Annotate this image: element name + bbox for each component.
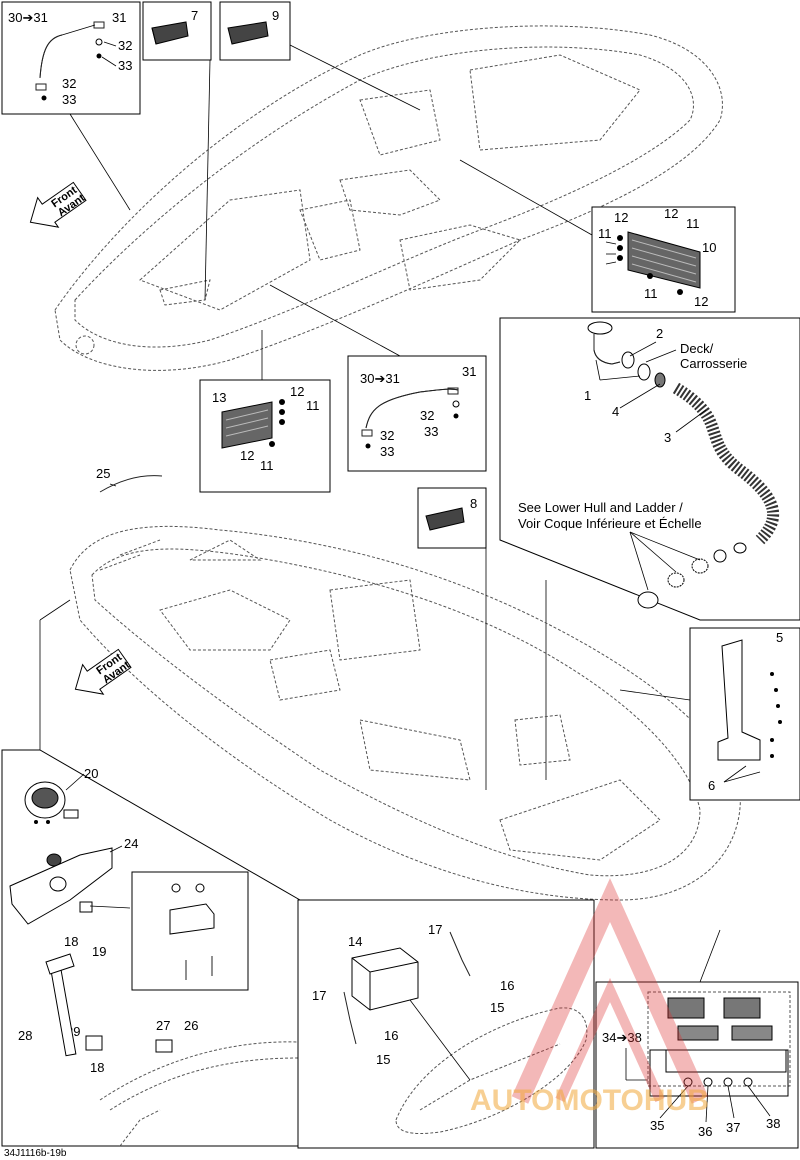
part-9-box: 9 [219,1,291,61]
label-32-c: 32 [420,408,434,423]
reference-code: 34J1116b-19b [4,1148,67,1159]
label-12-d: 12 [290,384,304,399]
label-11-c: 11 [644,286,658,301]
label-4: 4 [612,404,619,419]
label-13: 13 [212,390,226,405]
watermark: AUTOMOTOHUB [470,878,709,1117]
label-11-d: 11 [306,398,320,413]
label-see-lower-2: Voir Coque Inférieure et Échelle [518,516,702,531]
drain-plug-parts [637,542,747,609]
front-arrow-bottom: Front Avant [74,648,133,695]
label-17-a: 17 [428,922,442,937]
label-12-a: 12 [614,210,628,225]
label-2: 2 [656,326,663,341]
label-33-d: 33 [380,444,394,459]
label-28: 28 [18,1028,32,1043]
label-11-e: 11 [260,458,274,473]
label-19: 19 [92,944,106,959]
label-34-38: 34➔38 [602,1030,642,1045]
label-36: 36 [698,1124,712,1139]
cooler-box-14: 14 17 16 15 17 16 15 [297,899,595,1149]
handrail-box-top: 30➔31 31 32 33 32 33 [1,1,141,115]
label-25: 25 [96,466,110,481]
watermark-text: AUTOMOTOHUB [470,1084,709,1117]
label-see-lower-1: See Lower Hull and Ladder / [518,500,683,515]
label-12-b: 12 [664,206,678,221]
label-11-a: 11 [598,226,612,241]
label-18-b: 18 [90,1060,104,1075]
bracket-box-5: 5 6 [689,627,800,801]
label-17-b: 17 [312,988,326,1003]
label-38: 38 [766,1116,780,1131]
grill-box-10: 12 12 11 11 10 11 12 [591,206,736,313]
label-32-a: 32 [118,38,132,53]
latch-box-20: 20 24 21 22 23 23 18 19 28 29 18 27 26 [1,749,301,1147]
part-25: 25 [96,466,163,493]
label-35: 35 [650,1118,664,1133]
part-8-box: 8 [417,487,487,549]
label-5: 5 [776,630,783,645]
label-16-b: 16 [384,1028,398,1043]
label-24: 24 [124,836,138,851]
label-11-b: 11 [686,216,700,231]
label-1: 1 [584,388,591,403]
label-carrosserie: Carrosserie [680,356,747,371]
label-7: 7 [191,8,198,23]
label-20: 20 [84,766,98,781]
label-9: 9 [272,8,279,23]
label-10: 10 [702,240,716,255]
label-31-b: 31 [462,364,476,379]
drain-hose-box: 2 Deck/ Carrosserie 1 4 3 See Lower Hull… [499,317,800,621]
label-8: 8 [470,496,477,511]
top-boat-hull [54,25,723,371]
label-30-31-a: 30➔31 [8,10,48,25]
label-15-b: 15 [376,1052,390,1067]
label-16-a: 16 [500,978,514,993]
label-18-a: 18 [64,934,78,949]
label-32-b: 32 [62,76,76,91]
front-arrow-top: Front Avant [29,181,88,228]
label-deck: Deck/ [680,341,714,356]
label-6: 6 [708,778,715,793]
rear-panel-box-34: 34➔38 35 36 37 38 [595,981,799,1149]
part-7-box: 7 [142,1,212,61]
label-33-a: 33 [118,58,132,73]
label-12-e: 12 [240,448,254,463]
handrail-box-center: 30➔31 31 32 33 32 33 [347,355,487,472]
label-30-31-b: 30➔31 [360,371,400,386]
label-12-c: 12 [694,294,708,309]
label-37: 37 [726,1120,740,1135]
label-27: 27 [156,1018,170,1033]
grill-box-13: 13 12 11 12 11 [199,379,331,493]
label-31-a: 31 [112,10,126,25]
label-33-b: 33 [62,92,76,107]
label-3: 3 [664,430,671,445]
label-15-a: 15 [490,1000,504,1015]
label-32-d: 32 [380,428,394,443]
label-26: 26 [184,1018,198,1033]
label-14: 14 [348,934,362,949]
label-33-c: 33 [424,424,438,439]
